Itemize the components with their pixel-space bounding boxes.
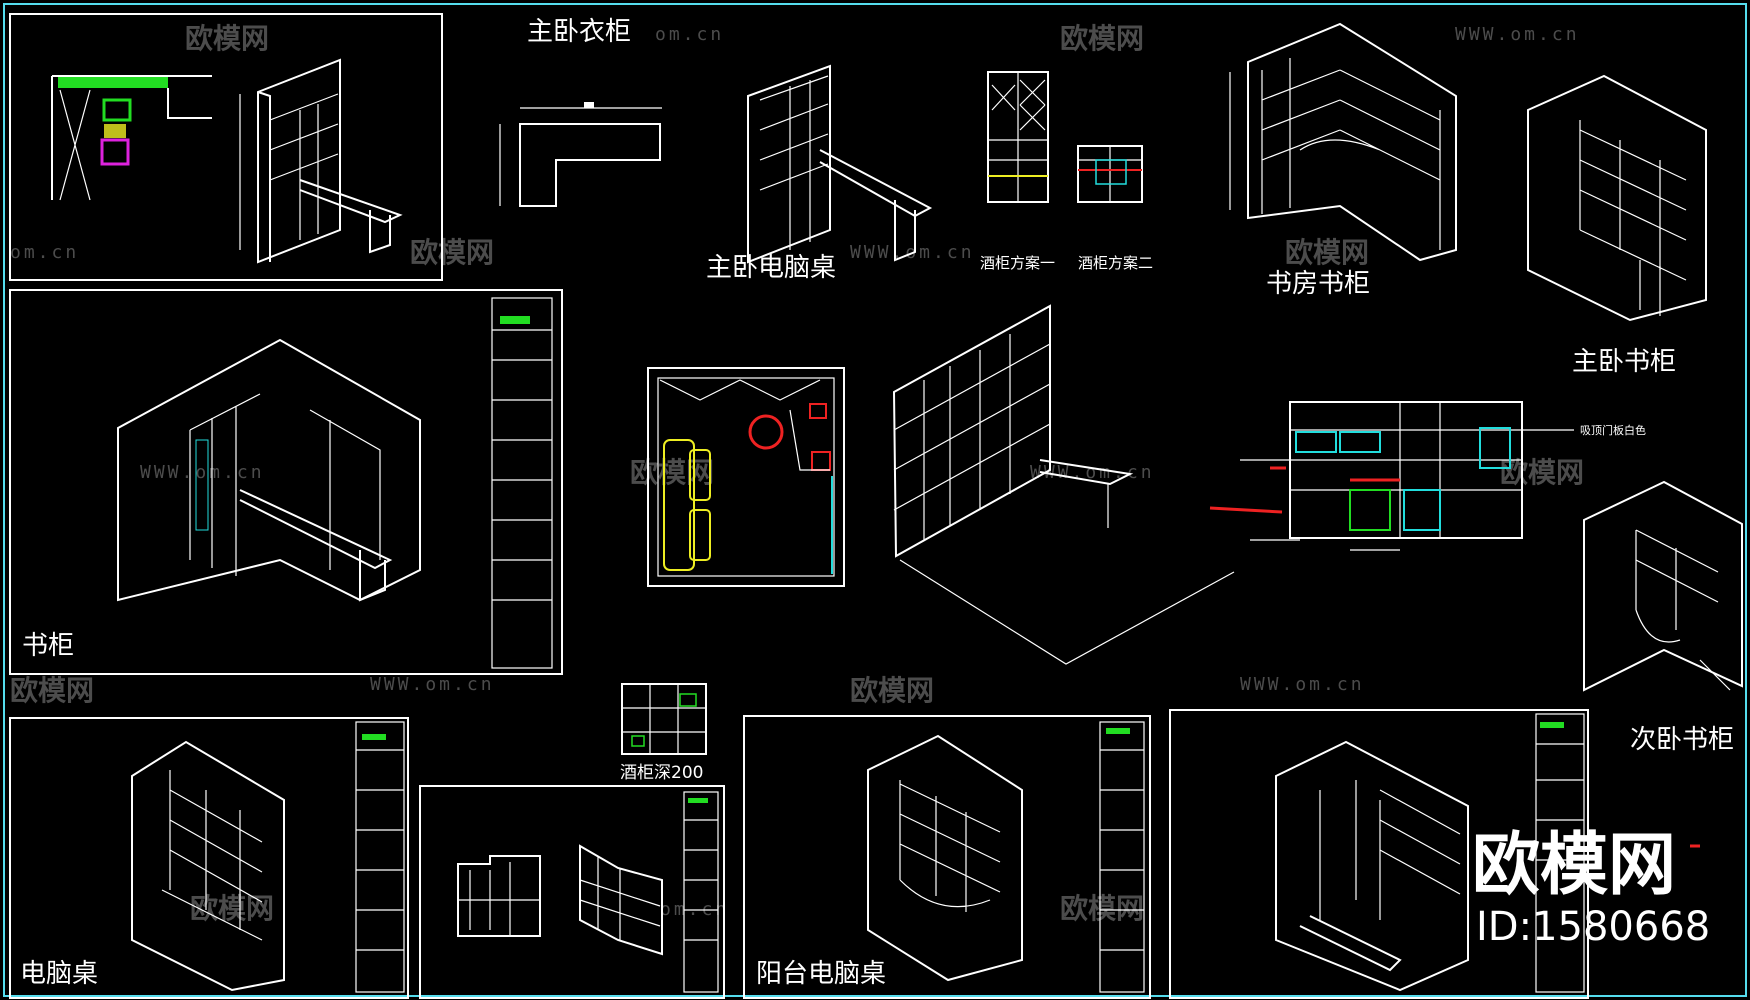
second-bookcase-label: 次卧书柜 <box>1630 725 1734 755</box>
watermark-name: 欧模网 <box>1060 22 1144 55</box>
panel-corner-bookcase <box>1169 709 1589 999</box>
panel-computer-desk: 电脑桌 <box>9 717 409 999</box>
watermark-url: WWW.om.cn <box>370 674 495 695</box>
panel-master-bookcase: 主卧书柜 <box>1527 74 1707 377</box>
balcony-desk-label: 阳台电脑桌 <box>756 959 886 989</box>
master-computer-desk-label: 主卧电脑桌 <box>706 253 836 283</box>
wine-depth-label: 酒柜深200 <box>620 763 703 783</box>
wine-plan-1-label: 酒柜方案一 <box>980 254 1055 272</box>
panel-balcony-desk: 阳台电脑桌 <box>743 715 1151 999</box>
watermark-url: om.cn <box>655 24 724 45</box>
master-bookcase-label: 主卧书柜 <box>1572 347 1676 377</box>
outer-frame <box>3 3 1747 997</box>
brand-overlay: 欧模网 ID:1580668 <box>1472 826 1710 950</box>
panel-central-bookcase <box>892 304 1235 665</box>
watermark-url: WWW.om.cn <box>850 242 975 263</box>
panel-master-desk-plan <box>9 13 443 281</box>
master-wardrobe-label: 主卧衣柜 <box>527 17 631 47</box>
panel-master-computer-desk: 主卧电脑桌 <box>706 64 933 283</box>
watermark-url: WWW.om.cn <box>1455 24 1580 45</box>
watermarks: 欧模网 欧模网 欧模网 欧模网 欧模网 欧模网 欧模网 欧模网 欧模网 欧模网 … <box>10 22 1584 925</box>
watermark-name: 欧模网 <box>185 22 269 55</box>
watermark-name: 欧模网 <box>1060 892 1144 925</box>
elevation-annotation: 吸顶门板白色 <box>1580 423 1646 437</box>
brand-name: 欧模网 <box>1472 826 1676 905</box>
watermark-name: 欧模网 <box>10 674 94 707</box>
watermark-name: 欧模网 <box>1500 456 1584 489</box>
watermark-name: 欧模网 <box>850 674 934 707</box>
watermark-url: WWW.om.cn <box>140 462 265 483</box>
brand-id: ID:1580668 <box>1476 904 1710 950</box>
panel-wine-depth: 酒柜深200 <box>620 683 707 783</box>
panel-bookcase-large: 书柜 <box>9 289 563 675</box>
bookcase-label: 书柜 <box>22 631 74 661</box>
panel-wine-cabinet: 酒柜方案一 酒柜方案二 <box>980 71 1153 272</box>
watermark-url: om.cn <box>10 242 79 263</box>
watermark-name: 欧模网 <box>630 456 714 489</box>
panel-study-bookcase: 书房书柜 <box>1229 22 1457 299</box>
watermark-name: 欧模网 <box>1285 236 1369 269</box>
computer-desk-label: 电脑桌 <box>20 959 98 989</box>
wine-plan-2-label: 酒柜方案二 <box>1078 254 1153 272</box>
panel-wine-bookcase-small <box>419 785 725 999</box>
study-bookcase-label: 书房书柜 <box>1266 269 1370 299</box>
watermark-name: 欧模网 <box>190 892 274 925</box>
watermark-url: WWW.om.cn <box>1240 674 1365 695</box>
panel-room-plan <box>647 367 845 587</box>
panel-second-bookcase: 次卧书柜 <box>1583 480 1743 755</box>
panel-master-wardrobe: 主卧衣柜 <box>499 17 662 207</box>
panel-elevation: 吸顶门板白色 <box>1209 401 1646 551</box>
watermark-name: 欧模网 <box>410 236 494 269</box>
